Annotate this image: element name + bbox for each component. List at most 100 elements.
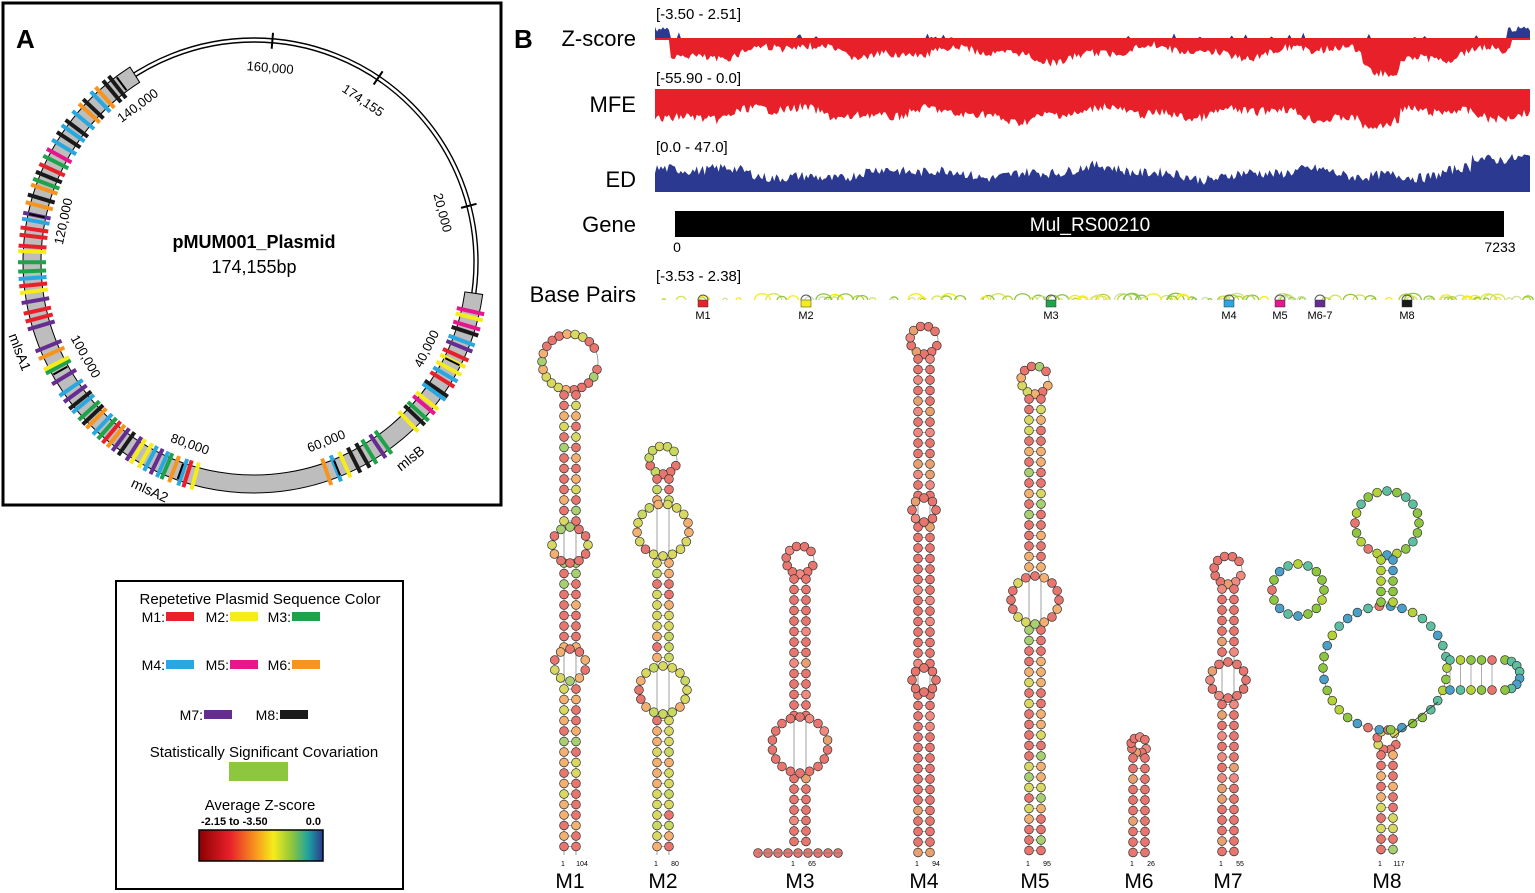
repeat-marker	[34, 338, 63, 354]
base-pair-arc	[1225, 294, 1240, 301]
nucleotide	[1219, 551, 1230, 562]
nucleotide	[1217, 825, 1227, 836]
repeat-marker	[19, 287, 49, 296]
nucleotide	[1047, 578, 1057, 588]
nucleotide	[1414, 518, 1424, 528]
nucleotide	[1356, 537, 1366, 547]
repeat-marker	[360, 438, 379, 465]
nucleotide	[1217, 626, 1227, 636]
nucleotide	[907, 505, 917, 515]
nucleotide	[1322, 685, 1332, 696]
nucleotide	[683, 518, 693, 528]
nucleotide	[559, 810, 569, 820]
repeat-marker	[20, 225, 49, 234]
nucleotide	[1376, 844, 1386, 855]
nucleotide	[1128, 784, 1138, 795]
nucleotide	[1223, 693, 1233, 703]
nucleotide	[1334, 621, 1344, 631]
nucleotide	[565, 558, 575, 568]
nucleotide	[913, 606, 923, 616]
nucleotide	[637, 509, 648, 520]
nucleotide	[559, 631, 569, 642]
base-pair-arc	[1089, 295, 1100, 301]
nucleotide	[1217, 794, 1227, 804]
nucleotide	[1036, 551, 1046, 562]
nucleotide	[1374, 724, 1385, 735]
nucleotide	[925, 711, 935, 721]
base-pair-arc	[1122, 293, 1140, 301]
nucleotide	[1397, 603, 1407, 614]
nucleotide	[1036, 803, 1046, 814]
repeat-marker	[167, 455, 181, 483]
nucleotide	[907, 675, 917, 685]
nucleotide	[1229, 846, 1239, 857]
nucleotide	[1052, 586, 1062, 596]
motif-marker-label: M6-7	[1307, 310, 1332, 322]
nucleotide	[1217, 699, 1227, 710]
nucleotide	[1036, 709, 1046, 719]
nucleotide	[1024, 404, 1034, 415]
nucleotide	[1388, 576, 1398, 586]
repeat-marker	[354, 442, 372, 469]
nucleotide	[1036, 457, 1046, 467]
base-pair-arc	[1462, 296, 1473, 301]
nucleotide	[1024, 478, 1034, 488]
nucleotide	[785, 713, 796, 724]
base-pair-arc	[1144, 293, 1162, 301]
nucleotide	[664, 757, 674, 768]
nucleotide	[925, 574, 935, 585]
base-pair-arc	[1493, 296, 1502, 301]
nucleotide	[1238, 684, 1249, 694]
nucleotide	[559, 799, 569, 810]
nucleotide	[1388, 771, 1398, 781]
nucleotide	[1401, 544, 1411, 554]
nucleotide	[669, 446, 679, 457]
nucleotide	[1217, 636, 1227, 647]
legend-items: M1:M2:M3:M4:M5:M6:M7:M8:	[142, 609, 320, 723]
nucleotide	[1036, 467, 1046, 478]
zscore-label: Average Z-score	[205, 797, 316, 814]
nucleotide	[1036, 824, 1046, 835]
plasmid-size: 174,155bp	[211, 257, 296, 277]
nucleotide	[556, 524, 566, 535]
nucleotide	[1229, 710, 1239, 720]
repeat-marker	[320, 457, 334, 486]
nucleotide	[648, 549, 659, 559]
nucleotide	[664, 810, 674, 820]
motif-arc	[1223, 294, 1235, 301]
nucleotide	[1455, 685, 1466, 695]
motif-marker	[1223, 299, 1235, 308]
nucleotide	[1036, 698, 1046, 709]
nucleotide	[1229, 815, 1239, 825]
nucleotide	[580, 549, 591, 559]
nucleotide	[1352, 718, 1363, 729]
nucleotide	[789, 784, 799, 794]
nucleotide	[658, 661, 668, 671]
track-label-basepairs: Base Pairs	[530, 282, 636, 307]
nucleotide	[1036, 730, 1046, 740]
nucleotide	[1024, 688, 1034, 698]
nucleotide	[1026, 361, 1037, 372]
nucleotide	[550, 665, 560, 675]
base-pair-arc	[1057, 297, 1063, 301]
base-pair-arc	[989, 293, 1007, 301]
nucleotide	[664, 631, 674, 642]
nucleotide	[1024, 541, 1034, 551]
repeat-marker	[442, 347, 470, 363]
nucleotide	[1407, 718, 1418, 729]
base-pair-arc	[889, 297, 895, 301]
nucleotide	[789, 595, 799, 605]
nucleotide	[801, 668, 811, 679]
nucleotide	[925, 354, 935, 364]
nucleotide	[795, 712, 805, 722]
nucleotide	[801, 584, 811, 595]
nucleotide	[652, 736, 662, 747]
nucleotide	[1267, 585, 1277, 595]
nucleotide	[913, 816, 923, 826]
base-pair-arc	[1116, 293, 1133, 301]
nucleotide	[1024, 509, 1034, 520]
motif-arc	[697, 294, 709, 301]
nucleotide	[801, 784, 811, 794]
nucleotide	[1024, 530, 1034, 541]
